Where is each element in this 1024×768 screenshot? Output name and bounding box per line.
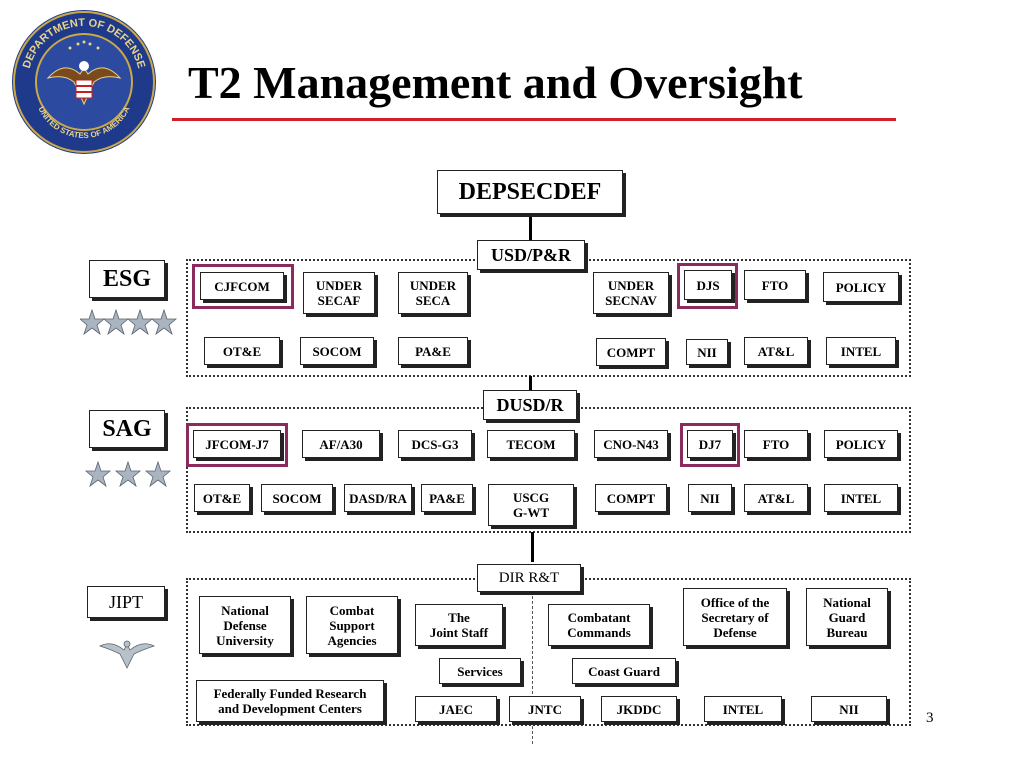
esg-box-under-secnav: UNDER SECNAV: [593, 272, 669, 314]
jipt-box-jntc: JNTC: [509, 696, 581, 722]
dod-seal-icon: DEPARTMENT OF DEFENSE UNITED STATES OF A…: [12, 10, 156, 154]
dod-seal: DEPARTMENT OF DEFENSE UNITED STATES OF A…: [8, 8, 160, 156]
jipt-box-services: Services: [439, 658, 521, 684]
esg-box-cjfcom: CJFCOM: [200, 272, 284, 300]
depsecdef-box: DEPSECDEF: [437, 170, 623, 214]
esg-box-ote: OT&E: [204, 337, 280, 365]
jipt-box-combat-support: Combat Support Agencies: [306, 596, 398, 654]
title-underline: [172, 118, 896, 121]
esg-box-under-secaf: UNDER SECAF: [303, 272, 375, 314]
jipt-box-jkddc: JKDDC: [601, 696, 677, 722]
esg-label: ESG: [89, 260, 165, 298]
three-star-insignia-icon: [84, 460, 172, 488]
jipt-box-ffrdc: Federally Funded Research and Developmen…: [196, 680, 384, 722]
esg-box-policy: POLICY: [823, 272, 899, 302]
jipt-label: JIPT: [87, 586, 165, 618]
jipt-box-combatant-commands: Combatant Commands: [548, 604, 650, 646]
jipt-box-osd: Office of the Secretary of Defense: [683, 588, 787, 646]
jipt-box-ndu: National Defense University: [199, 596, 291, 654]
sag-box-compt: COMPT: [595, 484, 667, 512]
sag-box-tecom: TECOM: [487, 430, 575, 458]
jipt-box-coast-guard: Coast Guard: [572, 658, 676, 684]
sag-box-dasd-ra: DASD/RA: [344, 484, 412, 512]
dashed-center-line: [532, 596, 533, 744]
dusd-r-box: DUSD/R: [483, 390, 577, 420]
highlight-jfcom-j7: [186, 423, 288, 467]
page-number: 3: [926, 710, 934, 726]
sag-box-dj7: DJ7: [687, 430, 733, 458]
connector-depsecdef-usd: [529, 214, 532, 240]
esg-box-atl: AT&L: [744, 337, 808, 365]
esg-box-socom: SOCOM: [300, 337, 374, 365]
jipt-box-joint-staff: The Joint Staff: [415, 604, 503, 646]
sag-box-uscg-gwt: USCG G-WT: [488, 484, 574, 526]
connector-esg-dusd: [529, 376, 532, 390]
eagle-insignia-icon: [98, 640, 156, 669]
esg-box-compt: COMPT: [596, 338, 666, 366]
sag-box-dcs-g3: DCS-G3: [398, 430, 472, 458]
esg-box-fto: FTO: [744, 270, 806, 300]
usd-pr-box: USD/P&R: [477, 240, 585, 270]
sag-box-ote: OT&E: [194, 484, 250, 512]
four-star-insignia-icon: [80, 308, 178, 336]
sag-box-jfcom-j7: JFCOM-J7: [193, 430, 281, 458]
highlight-dj7: [680, 423, 740, 467]
jipt-box-intel: INTEL: [704, 696, 782, 722]
esg-box-pae: PA&E: [398, 337, 468, 365]
sag-box-policy: POLICY: [824, 430, 898, 458]
sag-box-fto: FTO: [744, 430, 808, 458]
jipt-box-nii: NII: [811, 696, 887, 722]
dir-rt-box: DIR R&T: [477, 564, 581, 592]
sag-box-af-a30: AF/A30: [302, 430, 380, 458]
sag-box-pae: PA&E: [421, 484, 473, 512]
sag-box-nii: NII: [688, 484, 732, 512]
sag-label: SAG: [89, 410, 165, 448]
sag-box-atl: AT&L: [744, 484, 808, 512]
esg-box-under-seca: UNDER SECA: [398, 272, 468, 314]
highlight-cjfcom: [192, 264, 294, 309]
sag-box-socom: SOCOM: [261, 484, 333, 512]
esg-box-intel: INTEL: [826, 337, 896, 365]
jipt-box-jaec: JAEC: [415, 696, 497, 722]
connector-sag-dir: [531, 532, 534, 562]
page-title: T2 Management and Oversight: [188, 57, 803, 108]
sag-box-intel: INTEL: [824, 484, 898, 512]
esg-box-nii: NII: [686, 339, 728, 365]
esg-box-djs: DJS: [684, 270, 732, 300]
sag-box-cno-n43: CNO-N43: [594, 430, 668, 458]
jipt-box-ngb: National Guard Bureau: [806, 588, 888, 646]
highlight-djs: [677, 263, 738, 309]
